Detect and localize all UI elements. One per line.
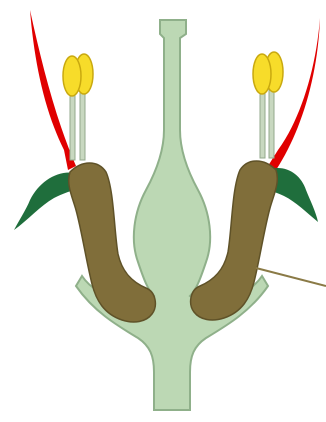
anther-left-front	[63, 56, 81, 96]
filament-left	[70, 90, 75, 160]
filament-right-inner	[269, 88, 274, 158]
filament-right	[260, 88, 265, 158]
anther-right-front	[253, 54, 271, 94]
filament-left-inner	[80, 90, 85, 160]
